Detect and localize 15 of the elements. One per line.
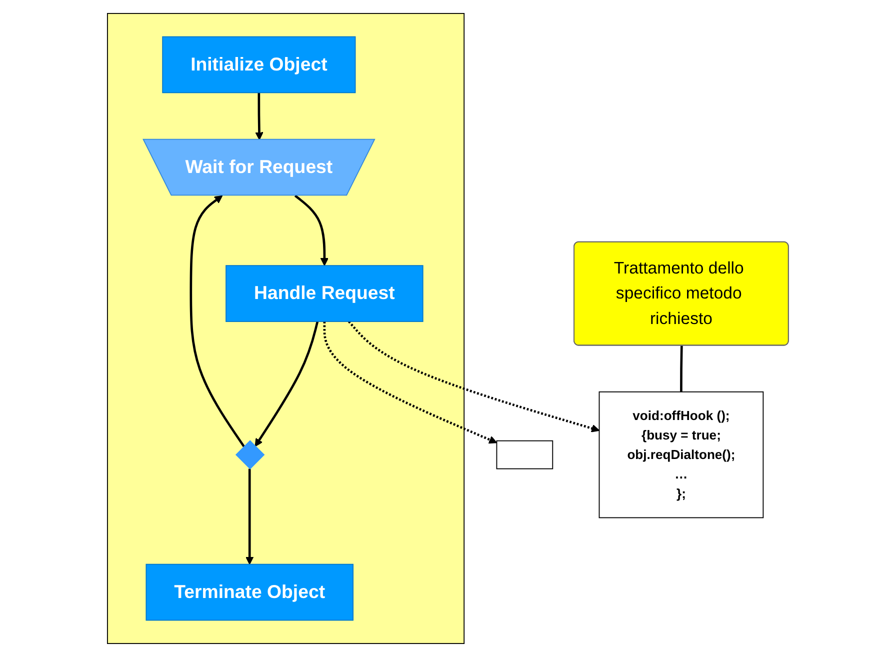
node-box: Terminate Object	[146, 564, 354, 621]
arrow	[246, 468, 254, 565]
node-box	[496, 440, 554, 470]
node-box: void:offHook (); {busy = true; obj.reqDialtone(); … };	[598, 391, 764, 518]
arrow	[294, 194, 329, 266]
node-box: Initialize Object	[162, 36, 356, 94]
node-box: Handle Request	[226, 265, 424, 322]
connector	[680, 346, 683, 392]
arrow	[348, 320, 600, 432]
cluster	[107, 13, 465, 644]
arrow	[190, 195, 245, 448]
arrow	[254, 321, 319, 447]
arrow	[323, 322, 498, 444]
arrow	[255, 92, 264, 140]
node-diamond	[236, 440, 265, 470]
